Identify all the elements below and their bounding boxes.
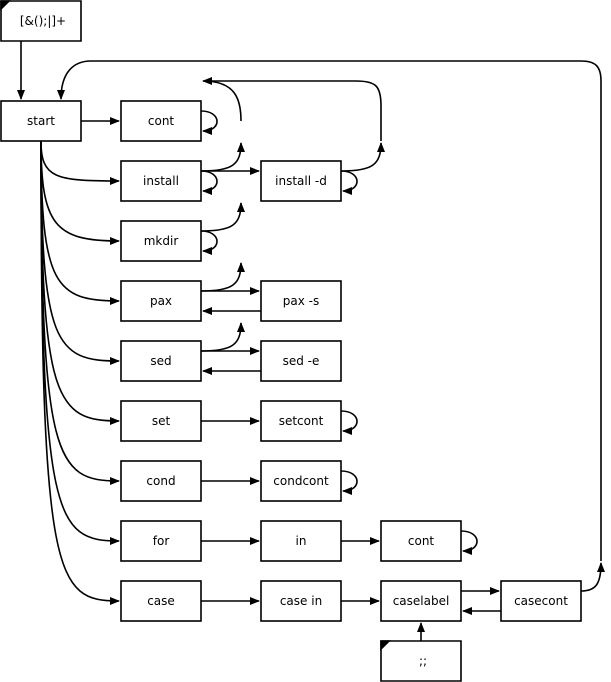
node-entry-label: [&();|]+	[20, 14, 66, 28]
nodes: [&();|]+ start cont install install -d m…	[0, 0, 582, 682]
loop-setcont	[340, 410, 358, 435]
up-from-install	[200, 142, 245, 172]
node-cont-label: cont	[148, 114, 175, 128]
node-case-label: case	[147, 594, 175, 608]
edge-start-sed	[40, 140, 120, 365]
node-for: for	[120, 520, 202, 562]
edges	[17, 41, 605, 641]
node-for-label: for	[153, 534, 170, 548]
node-mkdir-label: mkdir	[144, 234, 179, 248]
node-start: start	[0, 100, 82, 142]
node-setcont-label: setcont	[279, 414, 324, 428]
node-sed-e: sed -e	[260, 340, 342, 382]
node-install: install	[120, 160, 202, 202]
node-sed: sed	[120, 340, 202, 382]
node-dsemi-label: ;;	[419, 654, 427, 668]
node-sed-label: sed	[150, 354, 171, 368]
loop-cont	[200, 110, 218, 135]
loop-mkdir	[200, 230, 218, 255]
node-set-label: set	[152, 414, 171, 428]
node-start-label: start	[27, 114, 55, 128]
node-casecont: casecont	[500, 580, 582, 622]
node-condcont-label: condcont	[273, 474, 329, 488]
up-from-install-d	[340, 142, 385, 172]
loop-install	[200, 170, 218, 195]
node-case-in: case in	[260, 580, 342, 622]
node-pax-label: pax	[150, 294, 172, 308]
loop-condcont	[340, 470, 358, 495]
node-casecont-label: casecont	[514, 594, 568, 608]
node-for-cont: cont	[380, 520, 462, 562]
node-install-label: install	[143, 174, 179, 188]
up-from-pax	[200, 262, 245, 292]
node-dsemi: ;;	[380, 640, 462, 682]
node-install-d-label: install -d	[275, 174, 327, 188]
return-loop-top	[57, 60, 602, 561]
node-set: set	[120, 400, 202, 442]
node-caselabel: caselabel	[380, 580, 462, 622]
return-to-start	[580, 562, 605, 592]
node-mkdir: mkdir	[120, 220, 202, 262]
node-setcont: setcont	[260, 400, 342, 442]
node-in: in	[260, 520, 342, 562]
node-pax: pax	[120, 280, 202, 322]
edge-start-set	[40, 140, 120, 425]
loop-install-d	[340, 170, 358, 195]
node-condcont: condcont	[260, 460, 342, 502]
node-install-d: install -d	[260, 160, 342, 202]
edge-start-cond	[40, 140, 120, 485]
node-case: case	[120, 580, 202, 622]
up-from-mkdir	[200, 202, 245, 232]
edge-start-case	[40, 140, 120, 605]
node-caselabel-label: caselabel	[393, 594, 450, 608]
node-in-label: in	[296, 534, 307, 548]
node-cond-label: cond	[146, 474, 175, 488]
return-right	[209, 80, 382, 141]
node-cond: cond	[120, 460, 202, 502]
edge-start-mkdir	[40, 140, 120, 245]
node-entry: [&();|]+	[0, 0, 82, 42]
node-pax-s: pax -s	[260, 280, 342, 322]
node-cont: cont	[120, 100, 202, 142]
edge-start-pax	[40, 140, 120, 305]
loop-for-cont	[460, 530, 478, 555]
node-pax-s-label: pax -s	[283, 294, 319, 308]
up-from-sed	[200, 322, 245, 352]
return-left	[202, 77, 242, 122]
node-case-in-label: case in	[280, 594, 322, 608]
node-for-cont-label: cont	[408, 534, 435, 548]
edge-start-install	[40, 140, 120, 185]
node-sed-e-label: sed -e	[283, 354, 320, 368]
